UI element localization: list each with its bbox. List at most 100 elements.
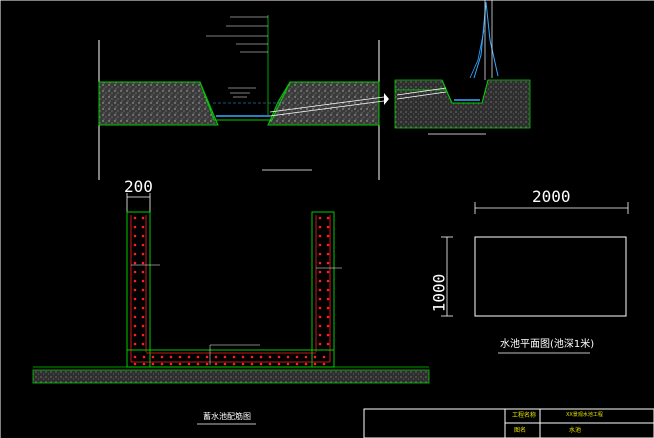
plan-height-dimension: 1000: [429, 273, 449, 313]
rebar-dot: [133, 315, 137, 319]
rebar-dot: [141, 243, 145, 247]
rebar-dot: [277, 355, 281, 359]
rebar-dot: [318, 234, 322, 238]
rebar-dot: [326, 315, 330, 319]
pond-section-right: [394, 0, 531, 135]
rebar-dot: [326, 225, 330, 229]
rebar-dot: [318, 324, 322, 328]
rebar-dot: [318, 288, 322, 292]
rebar-dot: [286, 362, 290, 366]
rebar-dot: [205, 355, 209, 359]
rebar-dot: [326, 234, 330, 238]
rebar-dot: [133, 216, 137, 220]
rebar-dot: [326, 270, 330, 274]
rebar-dot: [326, 324, 330, 328]
rebar-dot: [223, 362, 227, 366]
title-block-drawing-label: 图名: [514, 427, 527, 434]
rebar-dot: [133, 297, 137, 301]
plan-caption: 水池平面图(池深1米): [500, 339, 595, 350]
rebar-dot: [178, 355, 182, 359]
rebar-dot: [241, 362, 245, 366]
rebar-dot: [232, 355, 236, 359]
rebar-dot: [133, 324, 137, 328]
rebar-dot: [286, 355, 290, 359]
rebar-dot: [326, 297, 330, 301]
rebar-dot: [326, 288, 330, 292]
rebar-dot: [196, 355, 200, 359]
rebar-dot: [326, 279, 330, 283]
rebar-dot: [141, 288, 145, 292]
rebar-dot: [295, 362, 299, 366]
rebar-dot: [318, 225, 322, 229]
rebar-dot: [268, 362, 272, 366]
rebar-dot: [169, 355, 173, 359]
rebar-dot: [326, 342, 330, 346]
rebar-dot: [151, 355, 155, 359]
rebar-dot: [313, 362, 317, 366]
rebar-dot: [141, 234, 145, 238]
rebar-dot: [318, 306, 322, 310]
rebar-dot: [318, 315, 322, 319]
rebar-dot: [214, 362, 218, 366]
rebar-dot: [326, 243, 330, 247]
rebar-dot: [178, 362, 182, 366]
rebar-dot: [304, 355, 308, 359]
rebar-dot: [318, 261, 322, 265]
rebar-dot: [318, 333, 322, 337]
rebar-dot: [133, 362, 137, 366]
rebar-dot: [318, 243, 322, 247]
rebar-dot: [142, 355, 146, 359]
rebar-dot: [133, 355, 137, 359]
rebar-dot: [141, 252, 145, 256]
plan-width-dimension: 2000: [532, 187, 571, 206]
rebar-dot: [313, 355, 317, 359]
rebar-dot: [326, 261, 330, 265]
rebar-dot: [133, 270, 137, 274]
rebar-dot: [232, 362, 236, 366]
pond-section-left: [98, 15, 389, 180]
rebar-dot: [142, 362, 146, 366]
rebar-dot: [141, 225, 145, 229]
rebar-dot: [160, 362, 164, 366]
rebar-dot: [250, 362, 254, 366]
rebar-dot: [196, 362, 200, 366]
wall-width-dimension: 200: [124, 177, 153, 196]
rebar-dot: [151, 362, 155, 366]
rebar-dot: [205, 362, 209, 366]
rebar-dot: [277, 362, 281, 366]
rebar-dot: [141, 261, 145, 265]
rebar-dot: [318, 270, 322, 274]
rebar-dot: [322, 355, 326, 359]
rebar-dot: [133, 234, 137, 238]
rebar-dot: [268, 355, 272, 359]
rebar-dot: [318, 279, 322, 283]
rebar-dot: [133, 243, 137, 247]
rebar-dot: [326, 252, 330, 256]
rebar-dot: [133, 342, 137, 346]
rebar-dot: [250, 355, 254, 359]
rebar-dot: [133, 288, 137, 292]
rebar-dot: [169, 362, 173, 366]
rebar-dot: [318, 252, 322, 256]
rebar-dot: [141, 306, 145, 310]
rebar-dot: [223, 355, 227, 359]
rebar-dot: [259, 362, 263, 366]
rebar-dot: [304, 362, 308, 366]
rebar-dot: [318, 342, 322, 346]
rebar-dot: [241, 355, 245, 359]
rebar-section-caption: 蓄水池配筋图: [203, 412, 251, 421]
title-block-project-value: XX景观水池工程: [566, 412, 603, 418]
rebar-dot: [133, 333, 137, 337]
rebar-dot: [133, 279, 137, 283]
rebar-dot: [160, 355, 164, 359]
rebar-dot: [318, 216, 322, 220]
rebar-dot: [326, 333, 330, 337]
rebar-dot: [214, 355, 218, 359]
rebar-dot: [187, 355, 191, 359]
rebar-dot: [133, 261, 137, 265]
rebar-dot: [141, 315, 145, 319]
rebar-dot: [133, 306, 137, 310]
rebar-dot: [326, 216, 330, 220]
rebar-dot: [141, 342, 145, 346]
